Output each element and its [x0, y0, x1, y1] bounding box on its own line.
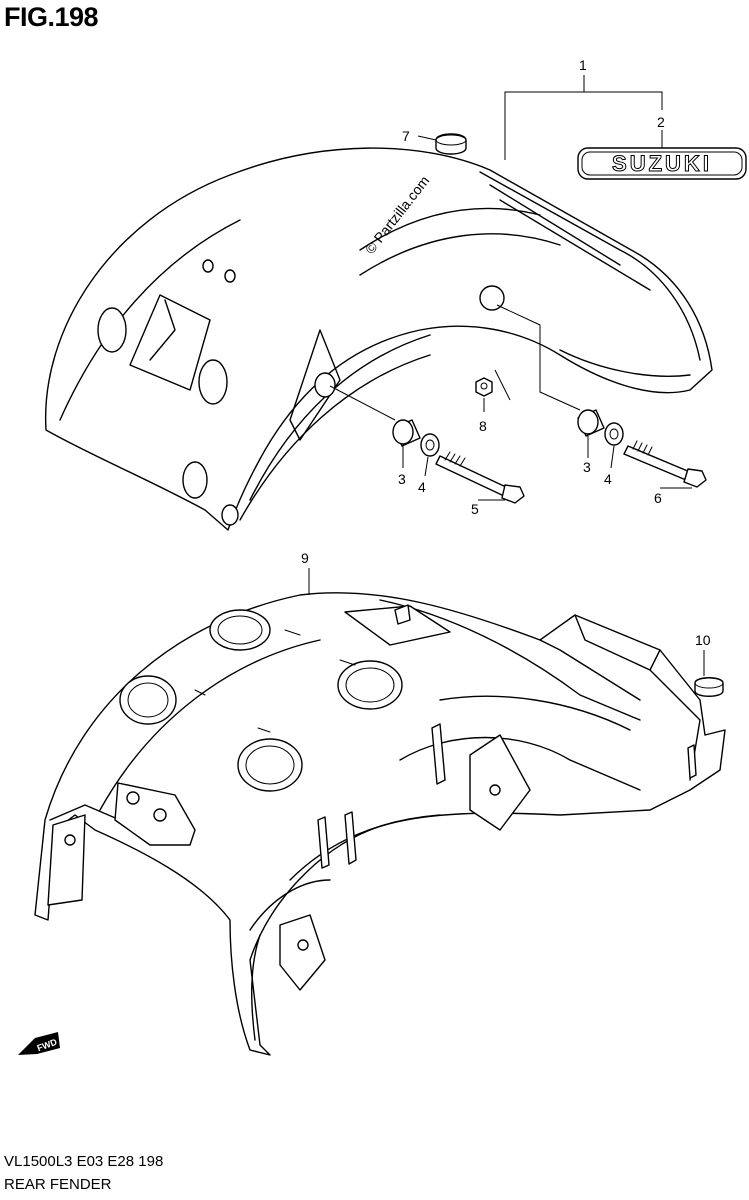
- washer-part-4-left[interactable]: [420, 433, 440, 457]
- leader-left-mount: [329, 385, 396, 421]
- figure-title: FIG.198: [4, 2, 99, 32]
- callout-3-left: 3: [398, 471, 406, 487]
- leader-part-4-left: [424, 456, 429, 477]
- leader-part-4-right: [610, 445, 615, 469]
- leader-part-7: [417, 135, 437, 141]
- bolt-part-5[interactable]: [435, 451, 525, 504]
- callout-2: 2: [657, 114, 665, 130]
- grommet-part-10[interactable]: [694, 677, 724, 697]
- fwd-arrow-icon: FWD: [18, 1032, 60, 1055]
- model-code-caption: VL1500L3 E03 E28 198: [4, 1153, 164, 1170]
- emblem-text: SUZUKI: [612, 151, 712, 176]
- collar-part-3-right[interactable]: [577, 409, 605, 437]
- suzuki-emblem[interactable]: SUZUKI: [577, 147, 747, 180]
- nut-part-8[interactable]: [475, 377, 493, 397]
- callout-4-left: 4: [418, 479, 426, 495]
- callout-3-right: 3: [583, 459, 591, 475]
- inner-fender-part-9[interactable]: [34, 592, 726, 1056]
- leader-right-mount: [496, 304, 581, 411]
- callout-1: 1: [579, 57, 587, 73]
- leader-part-8b: [494, 369, 511, 401]
- callout-6: 6: [654, 490, 662, 506]
- callout-7: 7: [402, 128, 410, 144]
- assembly-name-caption: REAR FENDER: [4, 1176, 112, 1193]
- callout-9: 9: [301, 550, 309, 566]
- callout-5: 5: [471, 501, 479, 517]
- callout-10: 10: [695, 632, 711, 648]
- washer-part-4-right[interactable]: [604, 422, 624, 446]
- callout-8: 8: [479, 418, 487, 434]
- callout-4-right: 4: [604, 471, 612, 487]
- grommet-part-7[interactable]: [435, 133, 467, 155]
- rear-fender-upper[interactable]: [44, 147, 713, 531]
- bolt-part-6[interactable]: [623, 440, 707, 488]
- collar-part-3-left[interactable]: [392, 419, 421, 447]
